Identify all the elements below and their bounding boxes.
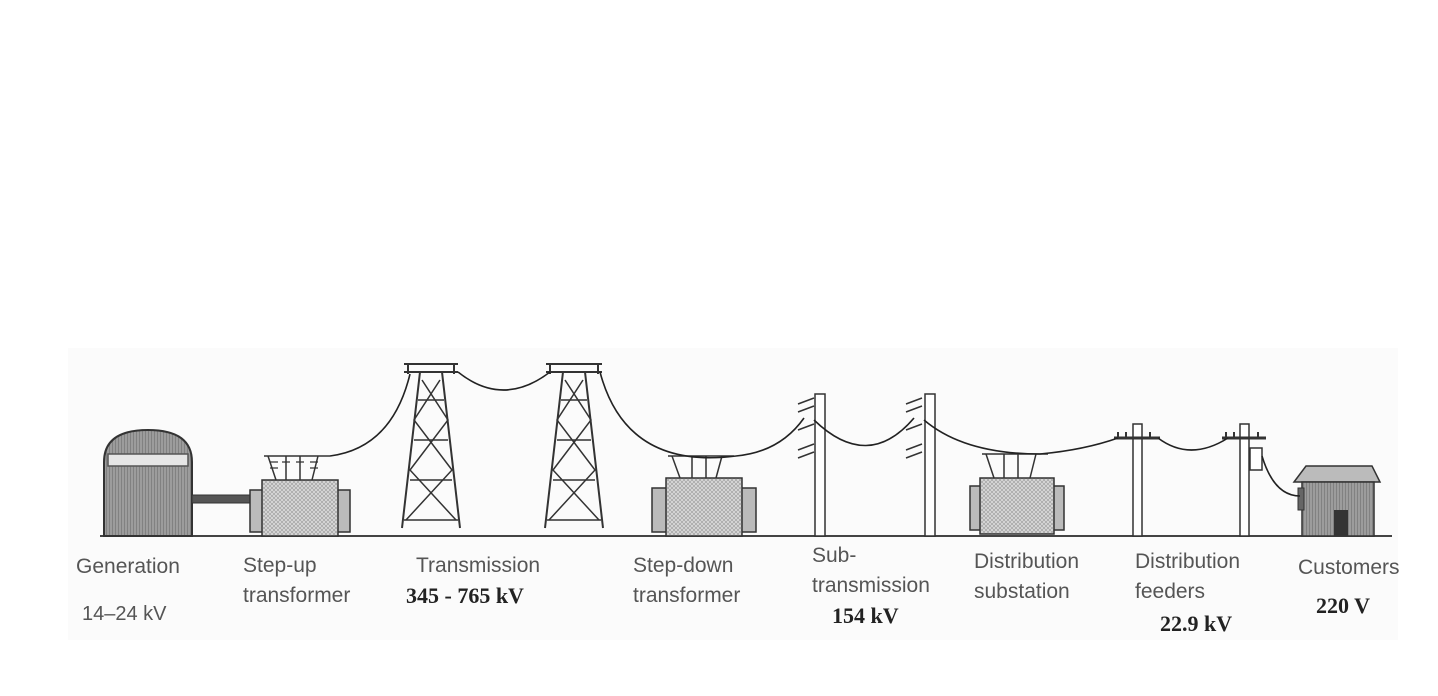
power-plant-icon [103, 428, 253, 537]
distribution-feeders-label-line1: Distribution [1135, 550, 1241, 573]
utility-pole-icon [1222, 423, 1266, 537]
transmission-tower-icon [401, 363, 461, 529]
distribution-substation-label-line1: Distribution [974, 550, 1080, 573]
generation-label: Generation [76, 555, 180, 578]
subtransmission-pole-icon [797, 393, 826, 537]
power-lines [329, 371, 1301, 497]
step-up-label-line1: Step-up [243, 554, 317, 577]
generation-voltage: 14–24 kV [82, 603, 167, 625]
distribution-feeders-label-line2: feeders [1135, 580, 1206, 603]
distribution-substation-icon [969, 453, 1065, 535]
step-down-transformer-icon [651, 455, 757, 537]
utility-pole-icon [1114, 423, 1160, 537]
subtransmission-label-line2: transmission [812, 574, 930, 597]
step-up-transformer-icon [249, 455, 351, 537]
distribution-feeders-voltage: 22.9 kV [1160, 611, 1233, 636]
subtransmission-pole-icon [905, 393, 936, 537]
house-icon [1292, 465, 1382, 537]
transmission-voltage: 345 - 765 kV [406, 583, 524, 608]
customers-voltage: 220 V [1316, 593, 1370, 618]
transmission-tower-icon [544, 363, 604, 529]
transmission-label: Transmission [416, 554, 541, 577]
step-down-label-line1: Step-down [633, 554, 734, 577]
customers-label: Customers [1298, 556, 1400, 579]
step-down-label-line2: transformer [633, 584, 741, 607]
subtransmission-voltage: 154 kV [832, 603, 899, 628]
subtransmission-label-line1: Sub- [812, 544, 857, 567]
step-up-label-line2: transformer [243, 584, 351, 607]
distribution-substation-label-line2: substation [974, 580, 1070, 603]
